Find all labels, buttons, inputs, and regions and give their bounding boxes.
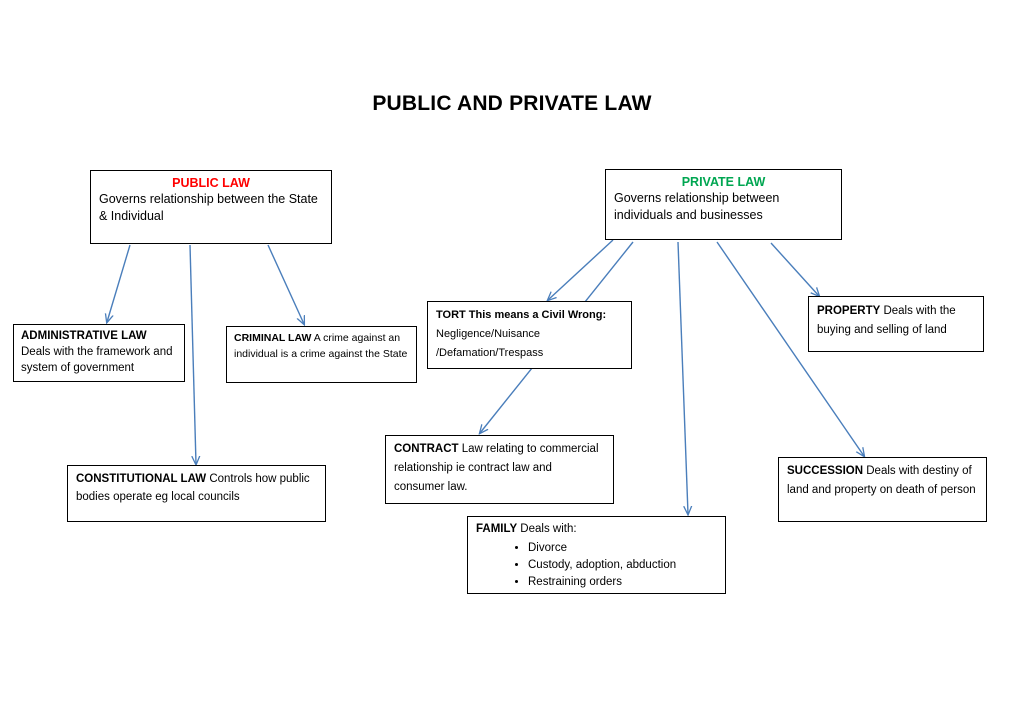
contract-text: Law relating to commercial relationship … xyxy=(394,443,599,493)
family-item-restraining: Restraining orders xyxy=(528,574,717,591)
succession-title: SUCCESSION xyxy=(787,465,864,477)
succession-text: Deals with destiny of land and property … xyxy=(787,465,976,496)
succession-box: SUCCESSION Deals with destiny of land an… xyxy=(778,457,987,522)
administrative-law-text: Deals with the framework and system of g… xyxy=(21,346,173,374)
family-list: Divorce Custody, adoption, abduction Res… xyxy=(476,540,717,591)
public-law-description: Governs relationship between the State &… xyxy=(99,192,318,223)
property-title: PROPERTY xyxy=(817,305,881,317)
arrow-public-to-criminal xyxy=(267,244,304,324)
criminal-law-box: CRIMINAL LAW A crime against an individu… xyxy=(226,326,417,383)
arrow-private-to-property xyxy=(770,242,819,296)
criminal-law-text: A crime against an individual is a crime… xyxy=(234,332,408,360)
tort-box: TORT This means a Civil Wrong: Negligenc… xyxy=(427,301,632,369)
public-law-box: PUBLIC LAW Governs relationship between … xyxy=(90,170,332,244)
private-law-heading: PRIVATE LAW xyxy=(681,175,766,189)
family-box: FAMILY Deals with: Divorce Custody, adop… xyxy=(467,516,726,594)
constitutional-law-box: CONSTITUTIONAL LAW Controls how public b… xyxy=(67,465,326,522)
contract-box: CONTRACT Law relating to commercial rela… xyxy=(385,435,614,504)
arrow-private-to-succession xyxy=(716,241,864,456)
property-text: Deals with the buying and selling of lan… xyxy=(817,305,956,336)
family-text: Deals with: xyxy=(517,523,577,535)
family-title: FAMILY xyxy=(476,523,518,535)
constitutional-law-text: Controls how public bodies operate eg lo… xyxy=(76,473,310,503)
constitutional-law-title: CONSTITUTIONAL LAW xyxy=(76,473,207,485)
arrow-public-to-constitutional xyxy=(189,244,196,464)
family-item-custody: Custody, adoption, abduction xyxy=(528,557,717,574)
private-law-description: Governs relationship between individuals… xyxy=(614,191,780,222)
family-item-divorce: Divorce xyxy=(528,540,717,557)
administrative-law-box: ADMINISTRATIVE LAW Deals with the framew… xyxy=(13,324,185,382)
tort-title: TORT This means a Civil Wrong: xyxy=(436,309,607,321)
page-title: PUBLIC AND PRIVATE LAW xyxy=(372,92,652,115)
public-law-heading: PUBLIC LAW xyxy=(172,176,250,190)
arrow-private-to-family xyxy=(677,241,688,514)
property-box: PROPERTY Deals with the buying and selli… xyxy=(808,296,984,352)
arrow-private-to-tort xyxy=(548,239,614,300)
criminal-law-title: CRIMINAL LAW xyxy=(234,332,312,344)
private-law-box: PRIVATE LAW Governs relationship between… xyxy=(605,169,842,240)
arrow-public-to-administrative xyxy=(107,244,131,322)
administrative-law-title: ADMINISTRATIVE LAW xyxy=(21,330,147,342)
tort-text: Negligence/Nuisance /Defamation/Trespass xyxy=(436,328,544,359)
contract-title: CONTRACT xyxy=(394,443,459,455)
